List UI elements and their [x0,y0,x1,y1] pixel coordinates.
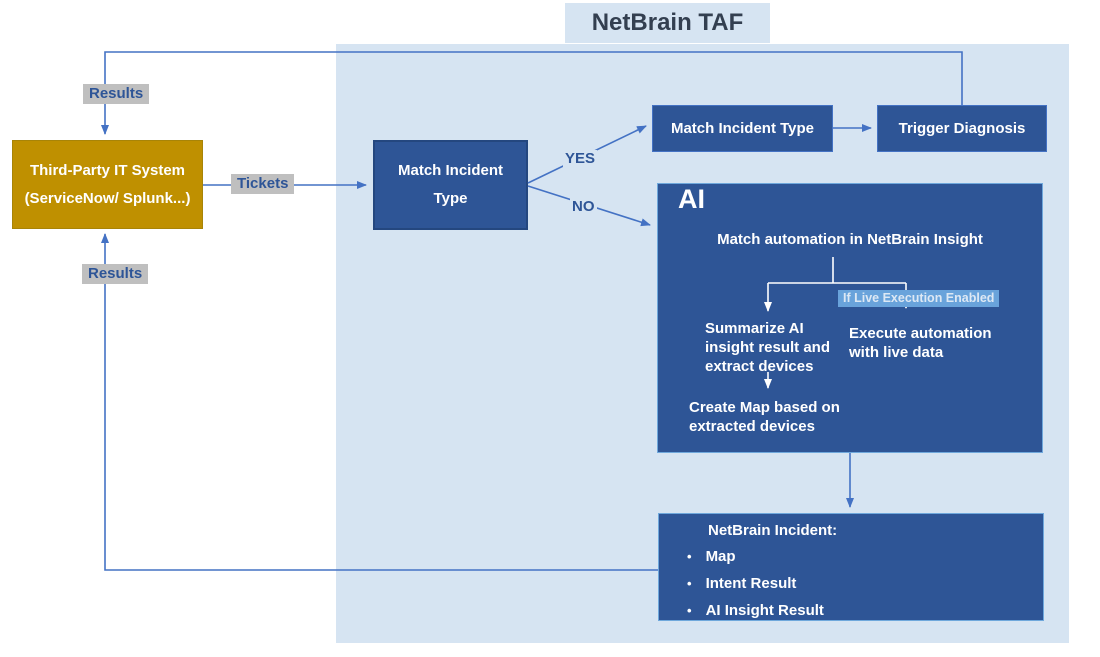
match-incident-type-center-node: Match Incident Type [373,140,528,230]
list-item: • Map [687,548,736,565]
match-incident-top-label: Match Incident Type [670,119,815,137]
list-item: • Intent Result [687,575,796,592]
third-party-line1: Third-Party IT System [29,161,186,179]
match-incident-type-top-node: Match Incident Type [652,105,833,152]
diagram-title: NetBrain TAF [565,3,770,43]
yes-label: YES [563,150,598,167]
bullet-icon: • [687,603,692,618]
netbrain-incident-title: NetBrain Incident: [708,522,838,539]
netbrain-incident-bullet-intent: Intent Result [705,575,797,592]
trigger-diagnosis-label: Trigger Diagnosis [898,119,1026,137]
ai-label: AI [678,184,705,214]
match-incident-center-line2: Type [433,190,468,207]
ai-container-node: AI Match automation in NetBrain Insight … [657,183,1043,453]
list-item: • AI Insight Result [687,602,824,619]
trigger-diagnosis-node: Trigger Diagnosis [877,105,1047,152]
match-incident-center-line1: Match Incident [397,162,503,179]
if-live-execution-enabled-label: If Live Execution Enabled [838,290,1000,307]
netbrain-incident-bullet-map: Map [705,548,736,565]
ai-summarize-text: Summarize AI insight result and extract … [705,320,831,375]
results-bottom-label: Results [82,264,149,284]
ai-create-map-text: Create Map based on extracted devices [689,399,840,435]
netbrain-incident-node: NetBrain Incident: • Map • Intent Result… [658,513,1044,621]
ai-execute-text: Execute automation with live data [849,325,992,361]
netbrain-incident-bullet-ai: AI Insight Result [705,602,824,619]
bullet-icon: • [687,549,692,564]
third-party-it-system-node: Third-Party IT System (ServiceNow/ Splun… [12,140,203,229]
tickets-label: Tickets [231,174,295,194]
no-label: NO [570,198,597,215]
bullet-icon: • [687,576,692,591]
diagram-title-text: NetBrain TAF [591,9,744,36]
third-party-line2: (ServiceNow/ Splunk...) [24,189,191,207]
results-top-label: Results [83,84,150,104]
ai-match-automation-text: Match automation in NetBrain Insight [717,231,983,248]
